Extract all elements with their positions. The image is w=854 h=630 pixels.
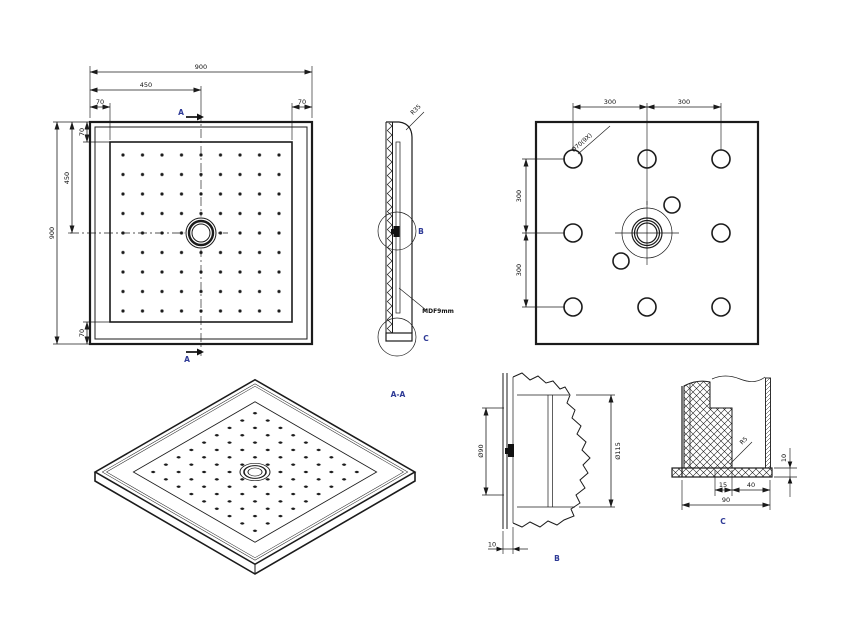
- dim-step: 15: [719, 481, 727, 489]
- front-face-profile: [386, 121, 413, 333]
- dim-hole-spacing-tr: 300: [678, 98, 690, 106]
- wall-hatch: [386, 123, 393, 333]
- top-view: 900 450 70 70 900 450 70 70 A A: [48, 63, 314, 364]
- hole-leader: [577, 125, 611, 155]
- fillet-leader: [729, 441, 753, 465]
- drain-bottom-view: [615, 201, 679, 265]
- bottom-view: 300 300 300 300 Ø70(9X): [515, 98, 760, 346]
- dim-inner-diameter: Ø90: [477, 444, 485, 457]
- section-label-top: A: [178, 108, 184, 117]
- detail-circle-c: [377, 317, 417, 357]
- radius-leader: [405, 111, 425, 131]
- dim-center-offset-v: 450: [63, 172, 71, 184]
- detail-b-view: Ø90 Ø115 10 B: [477, 372, 622, 563]
- fillet-radius-label: R5: [739, 436, 750, 447]
- dim-rim-left: 70: [96, 98, 104, 106]
- detail-circle-b: [377, 211, 417, 251]
- drain-top-view: [184, 216, 218, 250]
- dim-edge-width: 90: [722, 496, 730, 504]
- dim-rim-top: 70: [78, 128, 86, 136]
- base-foot: [385, 332, 413, 342]
- section-arrow-top: A: [178, 108, 204, 121]
- dim-flange-thickness: 10: [488, 541, 496, 549]
- detail-b-label: B: [418, 227, 424, 236]
- isometric-view: A-A: [93, 378, 417, 575]
- side-view: B C R35 MDF9mm: [377, 103, 454, 357]
- dim-hole-spacing-tl: 300: [604, 98, 616, 106]
- outer-skin: [765, 377, 771, 469]
- section-arrow-bottom: A: [184, 348, 204, 364]
- detail-c-view: R5 10 15 40 90 C: [671, 375, 797, 526]
- corner-radius-label: R35: [409, 103, 422, 116]
- board-leader: [398, 287, 427, 311]
- dim-rim-bottom: 70: [78, 329, 86, 337]
- dim-hole-spacing-ll: 300: [515, 264, 523, 276]
- detail-c-label: C: [423, 334, 429, 343]
- board-callout: MDF9mm: [422, 308, 454, 315]
- detail-c-title: C: [720, 517, 726, 526]
- dim-outer-diameter: Ø115: [614, 442, 622, 460]
- section-label-bottom: A: [184, 355, 190, 364]
- dim-center-offset: 450: [140, 81, 152, 89]
- drain-section-mark: [393, 226, 400, 237]
- dim-hole-spacing-lu: 300: [515, 190, 523, 202]
- drain-flange-break-outline: [512, 372, 591, 528]
- dim-base-thickness: 10: [780, 454, 788, 462]
- edge-core-hatch: [683, 380, 733, 469]
- iso-section-name: A-A: [391, 390, 406, 399]
- base-slab: [671, 467, 773, 478]
- dim-overall-width: 900: [195, 63, 207, 71]
- drain-seal: [508, 444, 514, 457]
- dim-overall-height: 900: [48, 227, 56, 239]
- break-line: [711, 375, 766, 382]
- dim-ledge: 40: [747, 481, 755, 489]
- dim-rim-right: 70: [298, 98, 306, 106]
- detail-b-title: B: [554, 554, 560, 563]
